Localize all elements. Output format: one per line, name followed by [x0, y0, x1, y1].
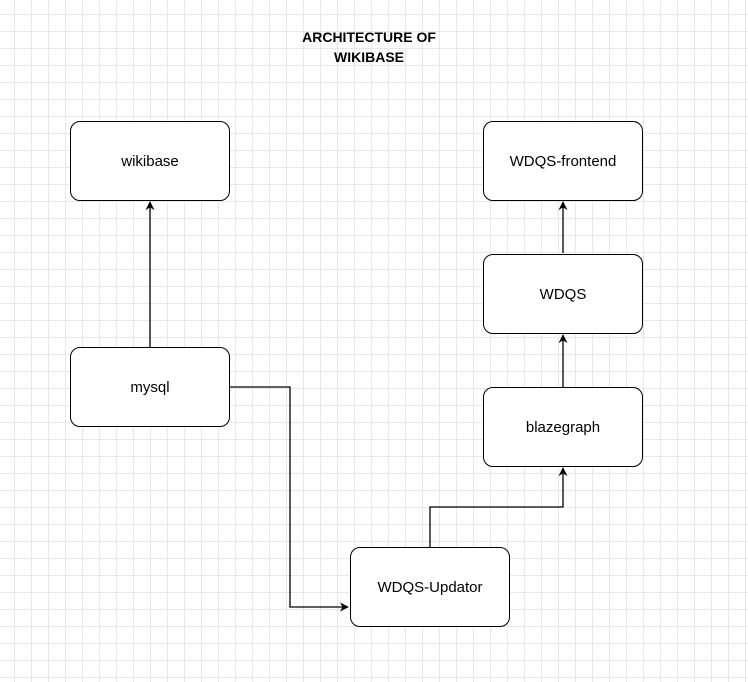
node-wdqs[interactable]: WDQS	[483, 254, 643, 334]
node-wdqs-frontend[interactable]: WDQS-frontend	[483, 121, 643, 201]
node-mysql-label: mysql	[130, 378, 170, 396]
diagram-title-line-2: WIKIBASE	[334, 49, 404, 65]
diagram-title: ARCHITECTURE OF WIKIBASE	[249, 27, 489, 67]
node-wdqs-updator-label: WDQS-Updator	[377, 578, 483, 596]
node-wdqs-updator[interactable]: WDQS-Updator	[350, 547, 510, 627]
edge-mysql-to-wdqs-updator	[230, 386, 349, 612]
node-wdqs-label: WDQS	[539, 285, 587, 303]
diagram-title-line-1: ARCHITECTURE OF	[302, 29, 436, 45]
node-blazegraph[interactable]: blazegraph	[483, 387, 643, 467]
node-wikibase[interactable]: wikibase	[70, 121, 230, 201]
node-mysql[interactable]: mysql	[70, 347, 230, 427]
node-blazegraph-label: blazegraph	[525, 418, 601, 436]
node-wdqs-frontend-label: WDQS-frontend	[509, 152, 617, 170]
edge-wdqs-updator-to-blazegraph	[429, 467, 568, 547]
node-wikibase-label: wikibase	[121, 152, 179, 170]
